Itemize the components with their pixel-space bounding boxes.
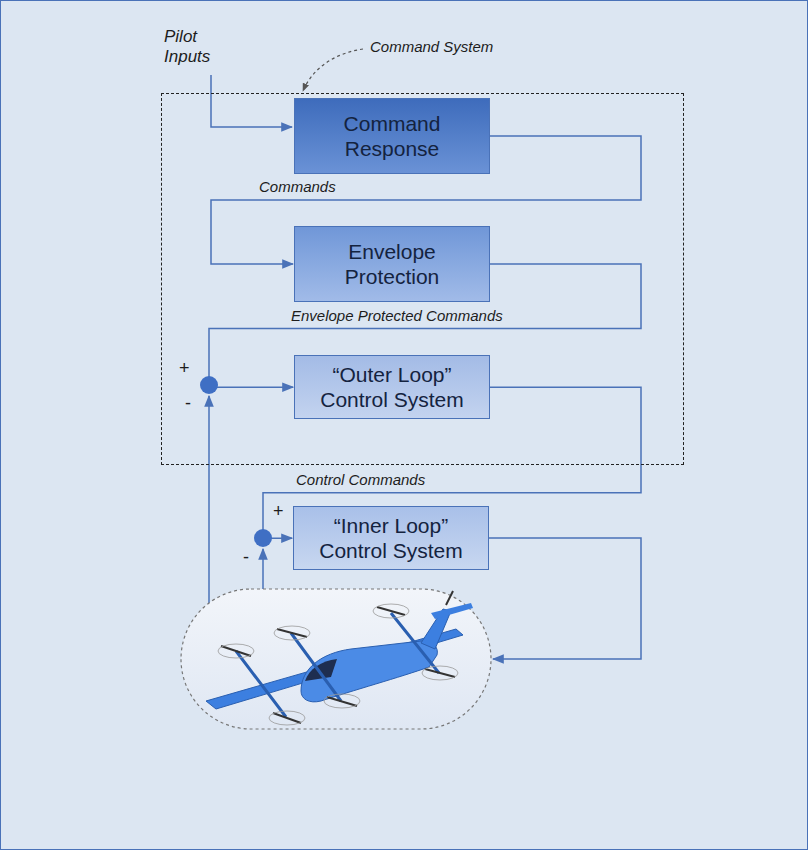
aircraft-illustration — [206, 591, 473, 725]
input-label: Pilot Inputs — [164, 27, 224, 68]
leader-arrow — [303, 49, 363, 91]
input-wire — [211, 75, 292, 127]
process-box: “Outer Loop” Control System — [294, 355, 490, 419]
process-box: “Inner Loop” Control System — [293, 506, 489, 570]
box-label: “Outer Loop” Control System — [317, 362, 467, 412]
box-label: Envelope Protection — [317, 239, 467, 289]
edge-label: Envelope Protected Commands — [288, 307, 506, 325]
system-region: Command ResponseEnvelope Protection “Oute… — [161, 93, 684, 465]
aircraft-frame — [181, 589, 491, 729]
box-label: Command Response — [317, 111, 467, 161]
summing-junction — [200, 376, 218, 394]
actuation-wire — [489, 538, 641, 659]
sign-label: - — [185, 393, 191, 415]
region-title: Command System — [370, 38, 808, 55]
sign-label: + — [179, 358, 190, 380]
sign-label: + — [273, 501, 284, 523]
box-label: “Inner Loop” Control System — [316, 513, 466, 563]
feedback-wire — [262, 549, 264, 590]
edge-label: Commands — [256, 178, 339, 196]
sign-label: - — [243, 547, 249, 569]
edge-label: Control Commands — [293, 471, 428, 489]
process-box: Envelope Protection — [294, 226, 490, 302]
summing-junction — [254, 529, 272, 547]
feedback-wire — [208, 396, 210, 603]
process-box: Command Response — [294, 98, 490, 174]
